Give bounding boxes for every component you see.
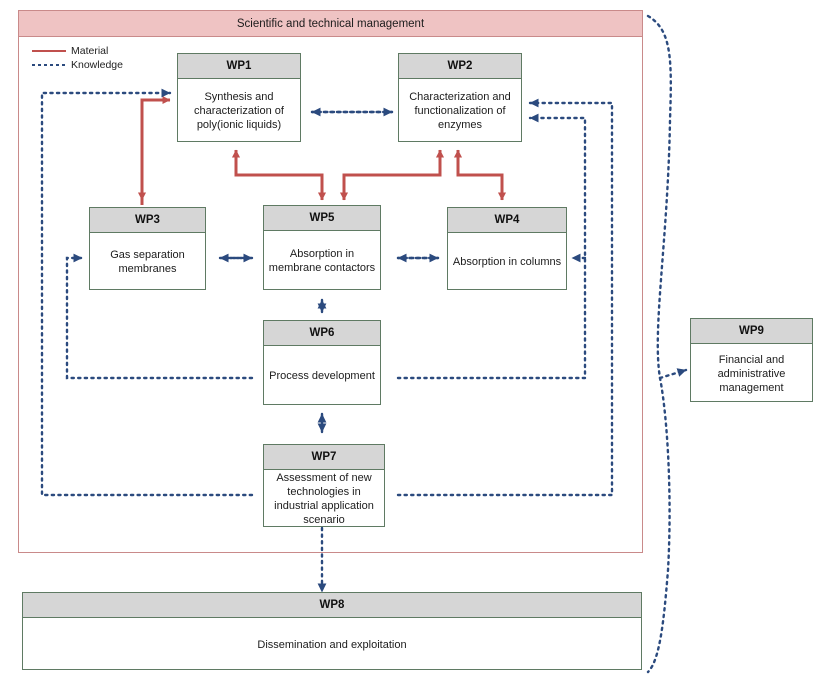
wp3-text: Gas separation membranes — [110, 249, 185, 275]
wp5-text: Absorption in membrane contactors — [268, 248, 376, 274]
wp8-text: Dissemination and exploitation — [257, 638, 407, 651]
wp1-title: WP1 — [178, 54, 300, 79]
wp7-text: Assessment of new technologies in indust… — [274, 472, 374, 526]
wp8-box[interactable]: WP8 Dissemination and exploitation — [22, 592, 642, 670]
wp6-text: Process development — [269, 370, 375, 382]
wp5-box[interactable]: WP5 Absorption in membrane contactors — [263, 205, 381, 290]
wp6-box[interactable]: WP6 Process development — [263, 320, 381, 405]
wp9-text: Financial and administrative management — [717, 353, 786, 394]
legend-label-knowledge: Knowledge — [71, 59, 123, 71]
knowledge-line-icon — [32, 60, 66, 70]
wp9-box[interactable]: WP9 Financial and administrative managem… — [690, 318, 813, 402]
wp9-title: WP9 — [691, 319, 812, 344]
legend-label-material: Material — [71, 45, 109, 57]
wp5-title: WP5 — [264, 206, 380, 231]
wp7-box[interactable]: WP7 Assessment of new technologies in in… — [263, 444, 385, 527]
wp3-box[interactable]: WP3 Gas separation membranes — [89, 207, 206, 290]
wp1-text: Synthesis and characterization of poly(i… — [194, 91, 284, 131]
wp4-title: WP4 — [448, 208, 566, 233]
wp7-title: WP7 — [264, 445, 384, 470]
wp6-title: WP6 — [264, 321, 380, 346]
wp2-title: WP2 — [399, 54, 521, 79]
legend-item-knowledge: Knowledge — [32, 59, 123, 71]
legend: Material Knowledge — [32, 45, 123, 73]
scientific-management-title: Scientific and technical management — [18, 10, 643, 37]
legend-item-material: Material — [32, 45, 123, 57]
wp4-text: Absorption in columns — [452, 256, 562, 268]
material-line-icon — [32, 46, 66, 56]
wp8-title: WP8 — [23, 593, 641, 618]
wp2-text: Characterization and functionalization o… — [409, 91, 511, 131]
wp3-title: WP3 — [90, 208, 205, 233]
wp4-box[interactable]: WP4 Absorption in columns — [447, 207, 567, 290]
wp1-box[interactable]: WP1 Synthesis and characterization of po… — [177, 53, 301, 142]
wp2-box[interactable]: WP2 Characterization and functionalizati… — [398, 53, 522, 142]
